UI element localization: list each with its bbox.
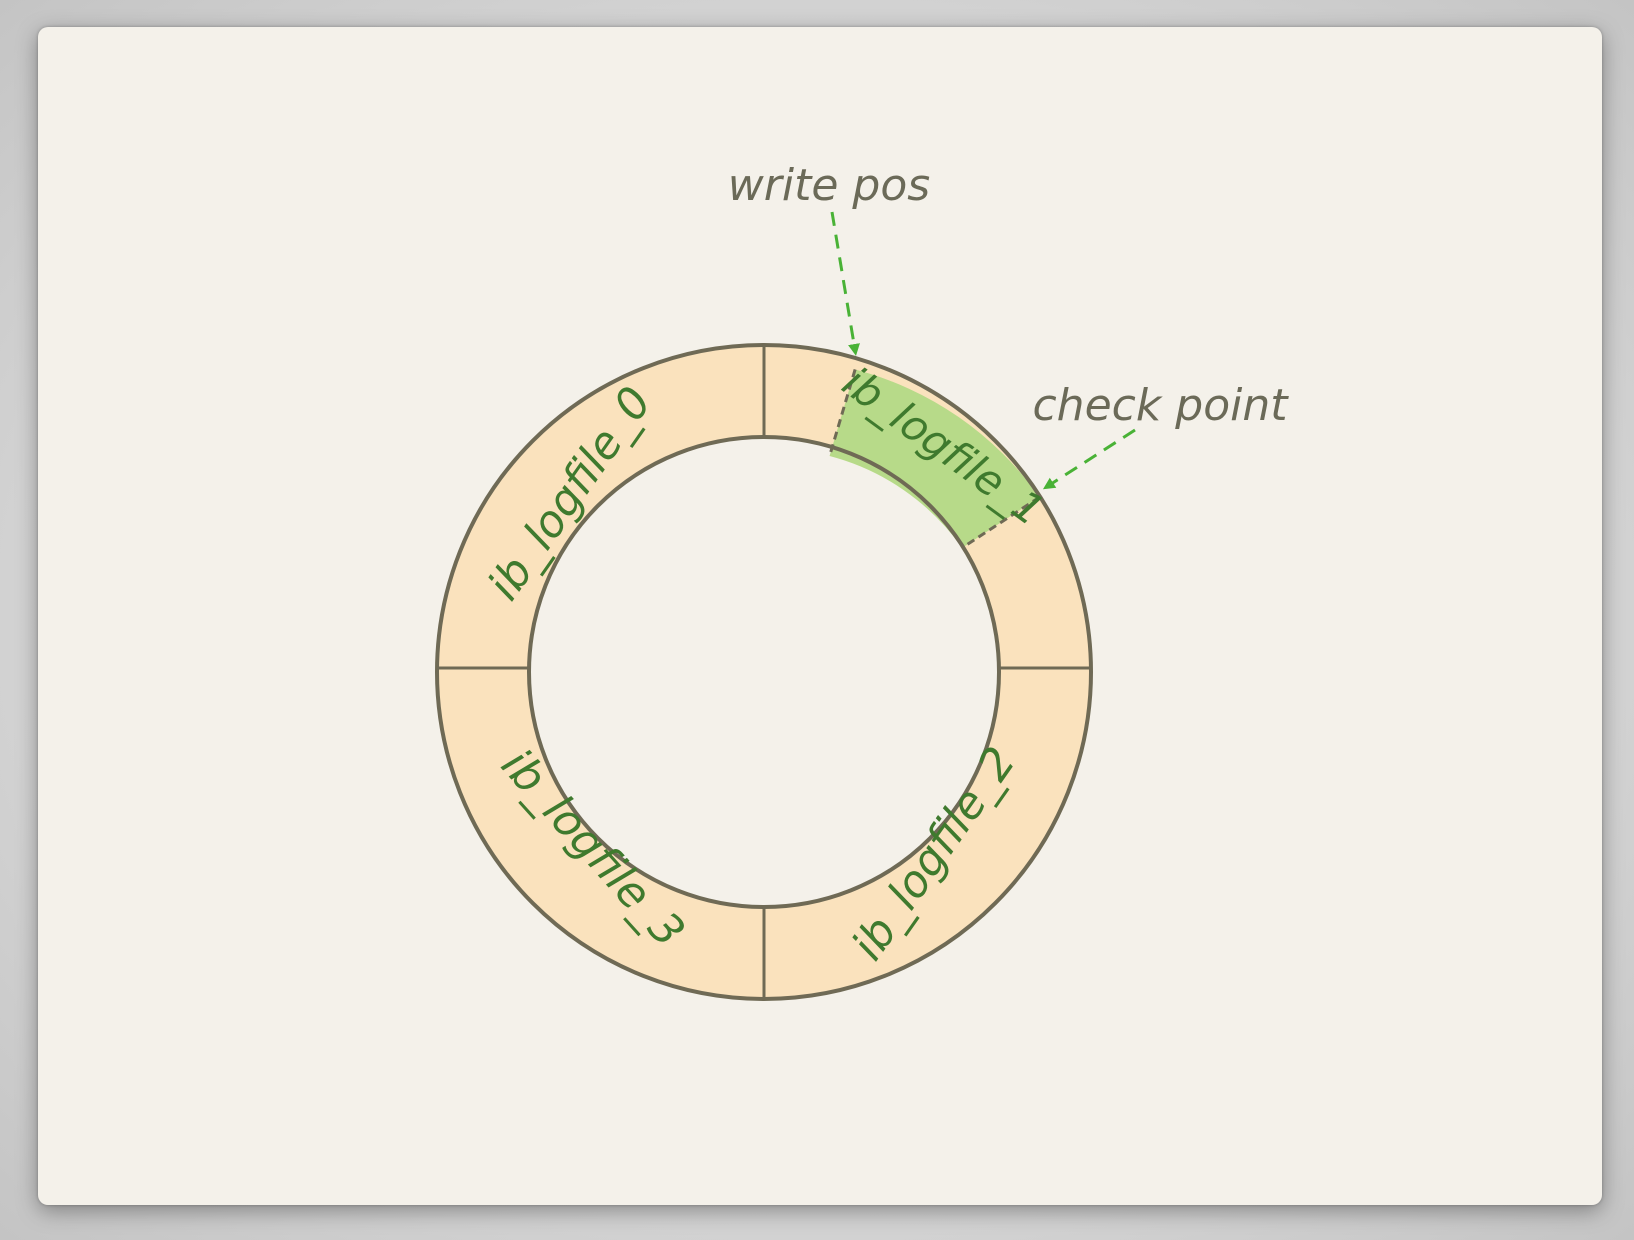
diagram-card: [38, 27, 1602, 1205]
check-point-boundary: [961, 495, 1041, 550]
ring-base: [437, 345, 1091, 999]
write-pos-label: write pos: [728, 160, 930, 211]
check-point-arrow: [1042, 428, 1136, 490]
write-pos-boundary: [828, 369, 857, 457]
write-pos-arrow: [830, 211, 860, 356]
check-point-label: check point: [1032, 380, 1289, 431]
active-region-arc: [829, 369, 1040, 548]
